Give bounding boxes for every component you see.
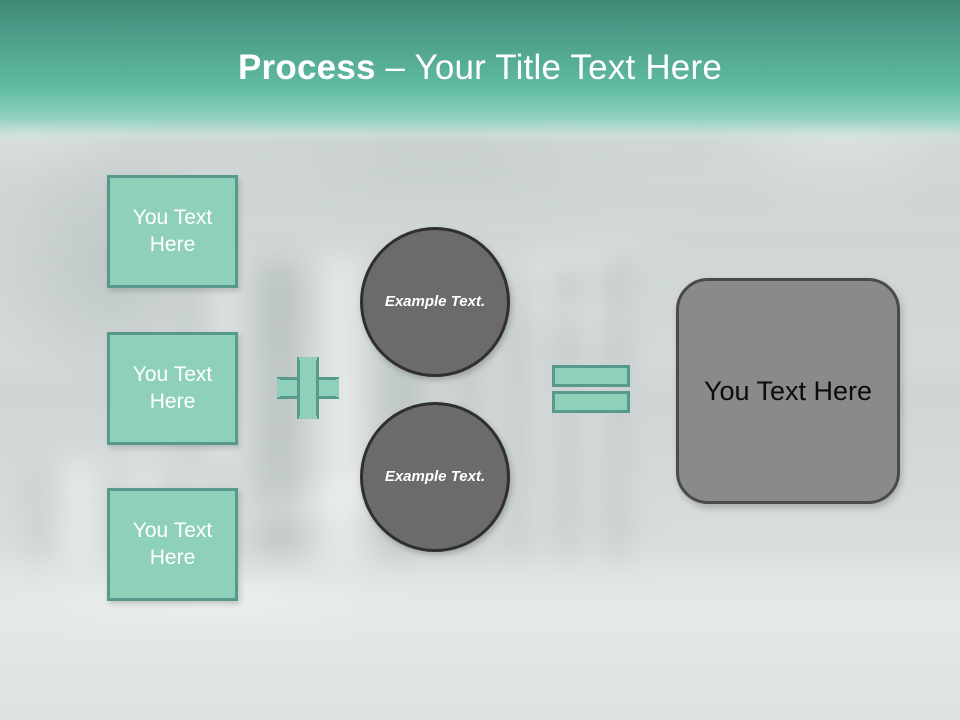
example-circle-1[interactable]: Example Text. bbox=[360, 227, 510, 377]
slide-title-rest: – Your Title Text Here bbox=[375, 48, 722, 87]
example-circle-2[interactable]: Example Text. bbox=[360, 402, 510, 552]
example-circle-1-label: Example Text. bbox=[384, 293, 486, 311]
example-circle-2-label: Example Text. bbox=[384, 468, 486, 486]
input-box-1-label: You Text Here bbox=[132, 205, 213, 256]
result-box[interactable]: You Text Here bbox=[676, 278, 900, 504]
slide-header-band: Process – Your Title Text Here bbox=[0, 0, 960, 142]
slide-title-bold: Process bbox=[238, 48, 376, 87]
input-box-1[interactable]: You Text Here bbox=[107, 175, 238, 288]
plus-icon-vertical-bar bbox=[297, 357, 319, 419]
equals-icon-bottom-bar bbox=[552, 391, 630, 413]
plus-icon-join-top bbox=[299, 357, 317, 360]
plus-icon-join-left bbox=[277, 379, 280, 397]
equals-icon bbox=[552, 365, 630, 413]
plus-icon bbox=[277, 357, 339, 419]
plus-icon-join-right bbox=[336, 379, 339, 397]
equals-icon-top-bar bbox=[552, 365, 630, 387]
plus-icon-join-bottom bbox=[299, 416, 317, 419]
input-box-3-label: You Text Here bbox=[132, 518, 213, 569]
input-box-2-label: You Text Here bbox=[132, 362, 213, 413]
result-box-label: You Text Here bbox=[703, 375, 873, 406]
input-box-2[interactable]: You Text Here bbox=[107, 332, 238, 445]
input-box-3[interactable]: You Text Here bbox=[107, 488, 238, 601]
slide-title: Process – Your Title Text Here bbox=[0, 48, 960, 88]
